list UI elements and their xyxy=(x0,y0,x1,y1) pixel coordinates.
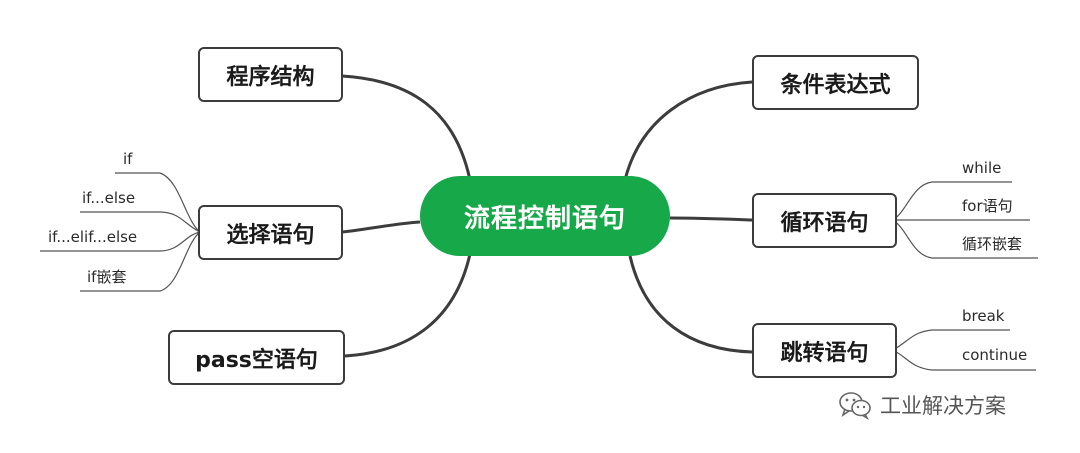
node-program-structure: 程序结构 xyxy=(198,47,343,102)
leaf-line-if-elif-else xyxy=(40,231,201,252)
watermark: 工业解决方案 xyxy=(838,390,1006,420)
leaf-line-if-nested xyxy=(80,231,201,292)
leaf-line-if xyxy=(115,172,201,233)
connector-root-to-loop xyxy=(669,216,753,222)
wechat-icon xyxy=(839,392,871,420)
connector-root-to-conditional xyxy=(623,80,753,181)
connector-root-to-selection xyxy=(341,220,421,234)
leaf-continue: continue xyxy=(962,346,1028,364)
node-jump-statement: 跳转语句 xyxy=(752,323,897,378)
node-conditional-expression: 条件表达式 xyxy=(752,55,919,110)
leaf-if-elif-else: if...elif...else xyxy=(48,228,138,246)
leaf-for-statement: for语句 xyxy=(962,197,1013,215)
leaf-break: break xyxy=(962,307,1005,325)
leaf-line-while xyxy=(892,181,1012,221)
leaf-if-else: if...else xyxy=(82,189,136,207)
node-loop-statement: 循环语句 xyxy=(752,193,897,248)
root-node: 流程控制语句 xyxy=(420,176,670,256)
leaf-line-break xyxy=(892,329,1010,351)
leaf-line-if-else xyxy=(80,211,201,233)
connector-root-to-pass xyxy=(344,253,472,358)
leaf-if-nested: if嵌套 xyxy=(87,268,127,286)
leaf-while: while xyxy=(962,159,1002,177)
watermark-text: 工业解决方案 xyxy=(880,394,1006,418)
node-pass-statement: pass空语句 xyxy=(168,330,345,385)
leaf-line-continue xyxy=(892,349,1036,371)
leaf-line-nested-loop xyxy=(892,219,1038,259)
connector-root-to-jump xyxy=(628,255,753,354)
leaf-nested-loop: 循环嵌套 xyxy=(962,235,1023,253)
node-selection-statement: 选择语句 xyxy=(198,205,343,260)
leaf-if: if xyxy=(123,150,133,168)
connector-root-to-program-structure xyxy=(341,74,472,181)
